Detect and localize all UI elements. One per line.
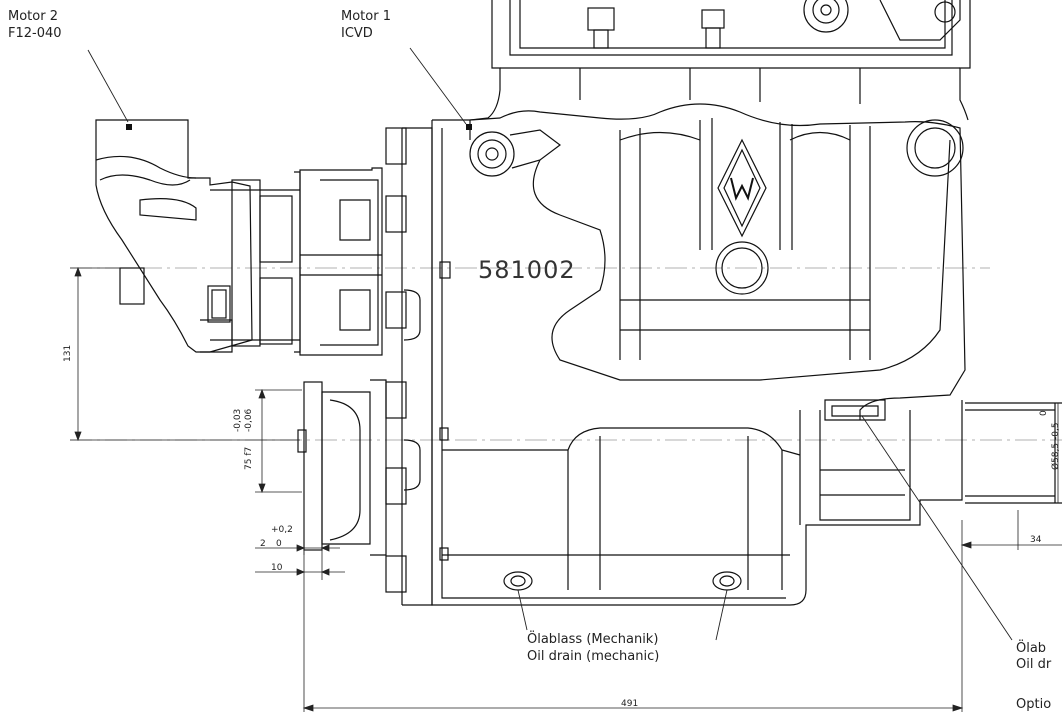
motor-1-label-line2: ICVD bbox=[341, 26, 373, 41]
motor-1-body bbox=[294, 167, 383, 356]
centre-lines bbox=[70, 267, 1062, 441]
dim-tol-top: -0,03 bbox=[233, 409, 243, 432]
motor-1-label-line1: Motor 1 bbox=[341, 9, 391, 24]
leader-lines bbox=[87, 47, 1013, 641]
dim-tol-plus: +0,2 bbox=[271, 525, 293, 535]
motor-2-body bbox=[95, 119, 300, 353]
dim-tol-bottom: -0,06 bbox=[244, 408, 254, 432]
dimension-lines bbox=[70, 266, 1062, 712]
dim-2: 2 bbox=[260, 539, 266, 549]
main-housing bbox=[431, 0, 971, 606]
leader-dots bbox=[126, 124, 472, 130]
drain-right-label-de: Ölab bbox=[1016, 639, 1046, 656]
flange-plate bbox=[385, 127, 433, 606]
dim-75-f7: 75 f7 bbox=[244, 447, 254, 470]
motor-2-label-line2: F12-040 bbox=[8, 26, 62, 41]
dim-491: 491 bbox=[621, 699, 638, 709]
serial-number: 581002 bbox=[478, 256, 576, 284]
dim-58-5: Ø58,5 -0,5 bbox=[1050, 422, 1061, 470]
left-pilot bbox=[297, 379, 387, 556]
motor-2-label-line1: Motor 2 bbox=[8, 9, 58, 24]
drain-right-label-en: Oil dr bbox=[1016, 657, 1052, 672]
option-label: Optio bbox=[1016, 697, 1051, 712]
dim-10: 10 bbox=[271, 563, 283, 573]
right-shaft bbox=[965, 402, 1062, 504]
dim-131: 131 bbox=[63, 345, 73, 362]
dim-58-zero: 0 bbox=[1039, 410, 1049, 416]
text-labels: Motor 2 F12-040 Motor 1 ICVD 581002 Ölab… bbox=[8, 9, 1061, 712]
dim-2-zero: 0 bbox=[276, 539, 282, 549]
drain-mechanic-label-en: Oil drain (mechanic) bbox=[527, 649, 659, 664]
drain-mechanic-label-de: Ölablass (Mechanik) bbox=[527, 630, 658, 647]
dim-34: 34 bbox=[1030, 535, 1042, 545]
